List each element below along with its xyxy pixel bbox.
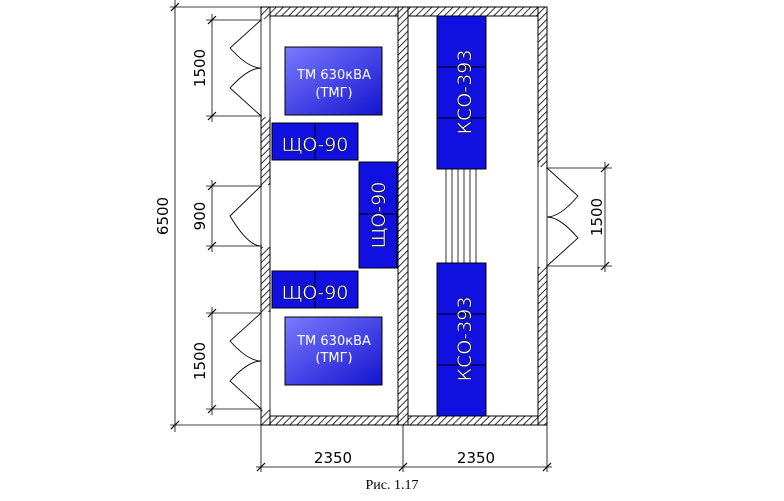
- dim-bottom-door: 1500: [191, 342, 209, 380]
- door-gap-middle-left: [260, 185, 271, 247]
- transformer-bottom-sublabel: (ТМГ): [315, 351, 352, 366]
- cabinet-top-label: КСО-393: [454, 50, 476, 135]
- dim-left-width: 2350: [314, 449, 352, 467]
- panel-bottom-label: ЩО-90: [282, 282, 349, 304]
- door-swing-top-2: [229, 67, 262, 117]
- door-swing-right-1: [546, 167, 579, 218]
- transformer-top: ТМ 630кВА (ТМГ): [284, 46, 383, 116]
- transformer-bottom-label: ТМ 630кВА: [296, 334, 371, 349]
- panel-middle-label: ЩО-90: [368, 182, 390, 249]
- dim-right-width: 2350: [457, 449, 495, 467]
- panel-bottom: ЩО-90: [271, 270, 359, 309]
- figure-caption: Рис. 1.17: [365, 478, 419, 493]
- transformer-bottom: ТМ 630кВА (ТМГ): [284, 316, 383, 386]
- dim-middle-door: 900: [191, 202, 209, 231]
- dim-top-door: 1500: [191, 49, 209, 87]
- door-swing-middle: [229, 185, 262, 247]
- panel-top: ЩО-90: [271, 122, 359, 161]
- busbar: [445, 169, 477, 263]
- transformer-top-sublabel: (ТМГ): [315, 86, 352, 101]
- dim-total-height: 6500: [154, 197, 172, 235]
- door-gap-right: [537, 167, 548, 267]
- panel-top-label: ЩО-90: [282, 134, 349, 156]
- walls: [260, 6, 548, 426]
- dimension-labels: 6500 1500 900 1500 1500 2350 2350: [154, 49, 606, 467]
- cabinet-top: КСО-393: [436, 15, 487, 170]
- door-swings: [229, 19, 579, 410]
- dimension-ticks: [170, 2, 610, 472]
- door-swing-right-2: [546, 216, 579, 267]
- cabinet-bottom: КСО-393: [436, 262, 487, 417]
- door-gap-bottom-left: [260, 312, 271, 410]
- panel-middle: ЩО-90: [358, 161, 398, 269]
- dimensions: [170, 0, 612, 472]
- cabinet-bottom-label: КСО-393: [454, 297, 476, 382]
- door-swing-bottom-2: [229, 360, 262, 410]
- door-swing-bottom-1: [229, 312, 262, 362]
- dim-right-door: 1500: [588, 198, 606, 236]
- wall-middle: [397, 6, 409, 426]
- door-swing-top-1: [229, 19, 262, 69]
- door-gap-top-left: [260, 19, 271, 117]
- transformer-top-label: ТМ 630кВА: [296, 68, 371, 83]
